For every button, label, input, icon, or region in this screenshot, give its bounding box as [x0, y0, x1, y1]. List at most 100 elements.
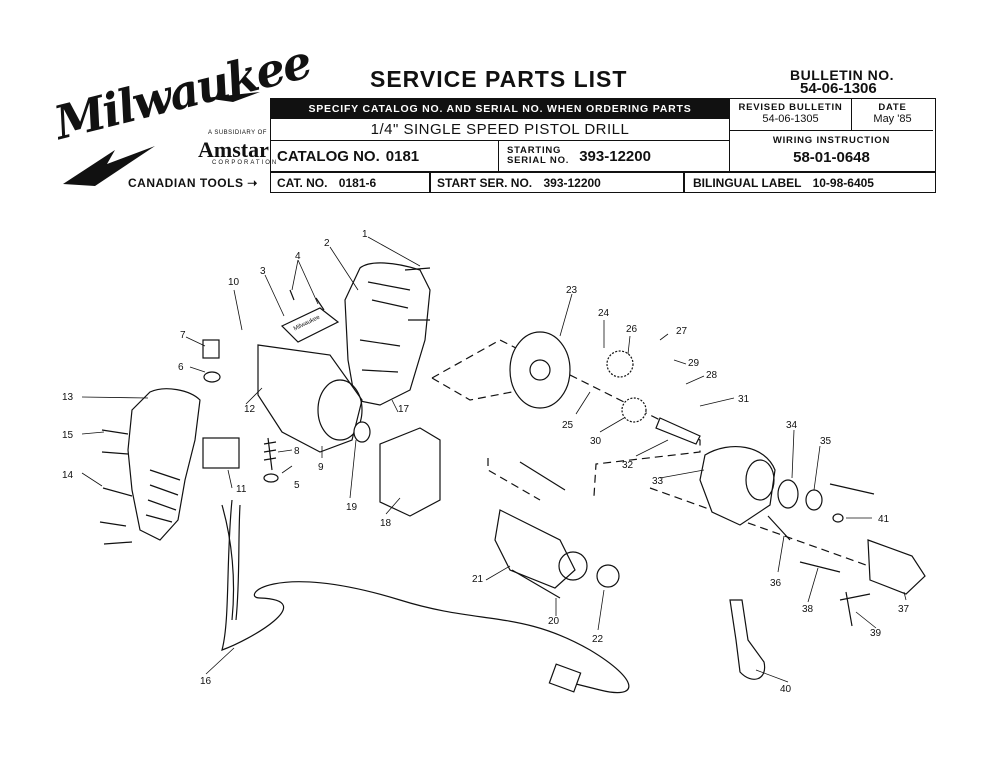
- housing-half: [344, 262, 431, 406]
- callout: 19: [346, 502, 358, 513]
- callout: 4: [295, 251, 301, 262]
- wiring-cell: WIRING INSTRUCTION 58-01-0648: [730, 131, 933, 171]
- callout: 13: [62, 392, 74, 403]
- brush-holder: [202, 339, 220, 359]
- callout: 27: [676, 326, 688, 337]
- switch: [202, 437, 240, 469]
- assembly-guide-line: [487, 458, 541, 501]
- motor-housing: [257, 344, 363, 453]
- callout: 2: [324, 238, 330, 249]
- lightning-bolt-icon: [63, 92, 260, 186]
- canadian-row: CAT. NO. 0181-6 START SER. NO. 393-12200…: [270, 172, 936, 193]
- bilingual-label: BILINGUAL LABEL: [693, 176, 802, 190]
- bearing: [596, 564, 620, 588]
- callout: 26: [626, 324, 638, 335]
- bulletin-number: 54-06-1306: [800, 80, 877, 97]
- callout: 40: [780, 684, 792, 695]
- screw: [289, 267, 431, 321]
- callout: 30: [590, 436, 602, 447]
- callout-numbers: 1 2 3 4 5 6 7 8 9 10 11 12 13 14 15 16 1…: [62, 229, 910, 695]
- cat-no-cell: CAT. NO. 0181-6: [277, 176, 376, 190]
- power-cord: [221, 499, 630, 694]
- assembly-guide-line: [431, 339, 701, 497]
- callout: 10: [228, 277, 240, 288]
- chuck: [867, 539, 926, 595]
- callout: 23: [566, 285, 578, 296]
- plug: [548, 663, 582, 693]
- gear-plate: [509, 331, 571, 409]
- spindle: [655, 417, 701, 445]
- callout: 12: [244, 404, 256, 415]
- screw: [99, 429, 133, 545]
- callout: 3: [260, 266, 266, 277]
- bearing: [353, 421, 371, 443]
- parent-company-sub: CORPORATION: [212, 160, 279, 166]
- brush-cap: [263, 473, 279, 483]
- bearing: [777, 479, 799, 509]
- date-value: May '85: [873, 113, 912, 125]
- wiring-value: 58-01-0648: [793, 149, 870, 166]
- callout: 32: [622, 460, 634, 471]
- specify-note-bar: SPECIFY CATALOG NO. AND SERIAL NO. WHEN …: [271, 99, 729, 119]
- callout: 39: [870, 628, 882, 639]
- callout: 34: [786, 420, 798, 431]
- callout: 22: [592, 634, 604, 645]
- row-divider: [429, 173, 431, 192]
- callout: 8: [294, 446, 300, 457]
- assembly-guide-line: [649, 487, 881, 571]
- nameplate: [280, 307, 340, 343]
- bilingual-cell: BILINGUAL LABEL 10-98-6405: [693, 176, 874, 190]
- date-cell: DATE May '85: [852, 99, 933, 131]
- start-ser-cell: START SER. NO. 393-12200: [437, 176, 601, 190]
- bilingual-value: 10-98-6405: [812, 176, 874, 190]
- callout: 11: [236, 484, 247, 495]
- callout: 37: [898, 604, 910, 615]
- serial-cell: STARTING SERIAL NO. 393-12200: [499, 141, 729, 171]
- callout: 36: [770, 578, 782, 589]
- catalog-number: 0181: [385, 147, 420, 165]
- specify-note: SPECIFY CATALOG NO. AND SERIAL NO. WHEN …: [308, 103, 692, 115]
- info-table: SPECIFY CATALOG NO. AND SERIAL NO. WHEN …: [270, 98, 936, 172]
- callout: 35: [820, 436, 832, 447]
- arrow-right-icon: ➝: [247, 176, 258, 190]
- product-name: 1/4" SINGLE SPEED PISTOL DRILL: [370, 121, 630, 138]
- callout: 38: [802, 604, 814, 615]
- product-name-cell: 1/4" SINGLE SPEED PISTOL DRILL: [271, 119, 729, 141]
- cat-no-value: 0181-6: [338, 176, 377, 190]
- callout: 31: [738, 394, 750, 405]
- callout: 20: [548, 616, 560, 627]
- wiring-label: WIRING INSTRUCTION: [772, 135, 891, 146]
- canadian-tools-label: CANADIAN TOOLS ➝: [128, 176, 258, 190]
- pistol-grip-handle: [127, 388, 201, 541]
- washer: [832, 513, 844, 523]
- brand-logo: [55, 88, 265, 188]
- callout: 41: [878, 514, 890, 525]
- start-ser-value: 393-12200: [543, 176, 601, 190]
- cat-no-label: CAT. NO.: [277, 176, 328, 190]
- gear: [621, 397, 647, 423]
- starting-label: STARTING: [507, 145, 562, 156]
- assembly-guide-line: [431, 377, 513, 401]
- row-divider: [683, 173, 685, 192]
- chuck-key: [839, 591, 871, 627]
- callout: 28: [706, 370, 718, 381]
- armature: [494, 509, 576, 589]
- callout: 24: [598, 308, 610, 319]
- callout: 6: [178, 362, 184, 373]
- date-label: DATE: [878, 102, 907, 113]
- callout: 1: [362, 229, 368, 240]
- callout: 9: [318, 462, 324, 473]
- callout: 21: [472, 574, 484, 585]
- parent-company-logo: Amstar: [198, 137, 269, 162]
- catalog-cell: CATALOG NO. 0181: [271, 141, 499, 171]
- subsidiary-label: A SUBSIDIARY OF: [208, 130, 267, 136]
- washer: [805, 489, 823, 511]
- start-ser-label: START SER. NO.: [437, 176, 533, 190]
- callout: 18: [380, 518, 392, 529]
- gear-case: [699, 446, 776, 526]
- canadian-tools-text: CANADIAN TOOLS: [128, 176, 244, 190]
- chuck-key-holder: [729, 599, 766, 680]
- callout: 25: [562, 420, 574, 431]
- callout: 33: [652, 476, 664, 487]
